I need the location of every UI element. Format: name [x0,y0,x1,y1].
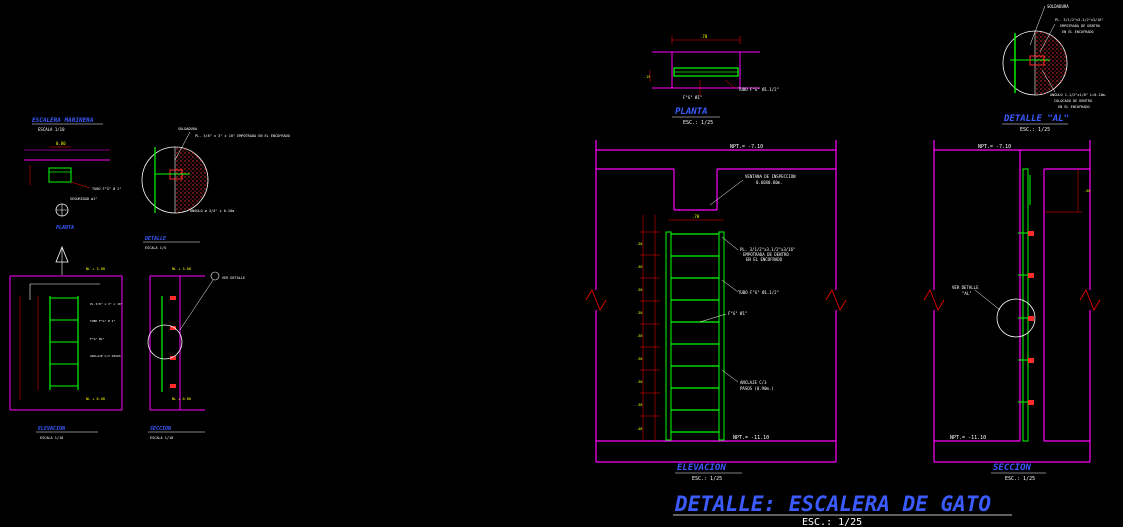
svg-text:EN EL ENCOFRADO: EN EL ENCOFRADO [1058,105,1090,109]
small-section: VER DETALLE NL + 3.00 NL + 0.00 SECCION … [147,267,245,440]
svg-text:EN EL ENCOFRADO: EN EL ENCOFRADO [746,257,783,262]
small-plan-label: PLANTA [56,225,74,231]
svg-text:VER DETALLE: VER DETALLE [952,285,979,290]
elev-rungs [671,233,719,433]
svg-text:ANGULO 1.1/2"x1/8" L=0.10m.: ANGULO 1.1/2"x1/8" L=0.10m. [1050,93,1107,97]
elev-dim-labels: .30 .30 .30 .30 .30 .30 .30 .30 .40 [636,242,642,431]
svg-text:0.60X0.60m.: 0.60X0.60m. [756,180,783,185]
small-detail-note-top: SOLDADURA [178,127,198,131]
svg-text:NL + 3.00: NL + 3.00 [172,267,191,271]
main-title-group: DETALLE: ESCALERA DE GATO ESC.: 1/25 [673,492,1012,527]
small-plan-dim: 0.80 [56,141,66,146]
svg-text:PL. 3/1/2"x3.1/2"x3/16": PL. 3/1/2"x3.1/2"x3/16" [1055,18,1103,22]
sec-dim-top: .50 [1084,189,1090,193]
al-note-top: SOLDADURA [1047,4,1069,9]
svg-text:EN EL ENCOFRADO: EN EL ENCOFRADO [1062,30,1094,34]
elev-bar-note: F°G° Ø1" [728,311,747,316]
small-sec-scale: ESCALA 1/10 [150,436,173,440]
svg-text:.30: .30 [636,288,642,292]
svg-text:F°G° Ø1": F°G° Ø1" [90,336,105,341]
svg-text:.15: .15 [644,75,650,79]
svg-text:VENTANA DE INSPECCION: VENTANA DE INSPECCION [745,174,796,179]
sec-level-top: NPT.= -7.10 [978,144,1011,150]
svg-text:PASOS (0.90m.): PASOS (0.90m.) [740,386,774,391]
small-detail-group: ESCALERA MARINERA ESCALA 1/10 0.80 TUBO … [9,117,290,440]
small-elev-scale: ESCALA 1/10 [40,436,63,440]
svg-text:EMPOTRADA DE DENTRO: EMPOTRADA DE DENTRO [1060,24,1100,28]
small-detail-note-2: ANGULO ø 3/4" x 0.10m [190,209,234,213]
al-scale: ESC.: 1/25 [1020,127,1050,133]
detalle-al-group: SOLDADURA PL. 3/1/2"x3.1/2"x3/16" EMPOTR… [1002,4,1107,133]
svg-text:.30: .30 [636,403,642,407]
planta-group: .70 .15 TUBO F°G° Ø1.1/2" F°G° Ø1" PLANT… [644,34,779,126]
elev-level-top: NPT.= -7.10 [730,144,763,150]
small-title-scale: ESCALA 1/10 [38,127,65,132]
svg-text:EMPOTRADA DE DENTRO: EMPOTRADA DE DENTRO [743,252,789,257]
small-sec-label: SECCION [150,426,172,432]
sec-label: SECCION [993,463,1032,473]
small-detail-circle: SOLDADURA PL. 3/8" x 3" x 10" EMPOTRADA … [141,127,290,250]
small-plan: 0.80 TUBO F°G° Ø 2" SEGURIDAD ø1" PLANTA [24,141,122,231]
sec-level-bottom: NPT.= -11.10 [950,435,986,441]
al-label: DETALLE "AL" [1003,114,1069,124]
elev-label: ELEVACION [677,463,726,473]
main-scale: ESC.: 1/25 [802,517,862,527]
svg-text:.30: .30 [636,380,642,384]
small-title: ESCALERA MARINERA [32,117,94,124]
elev-level-bottom: NPT.= -11.10 [733,435,769,441]
svg-text:COLOCADO DE DENTRO: COLOCADO DE DENTRO [1054,99,1092,103]
svg-text:.30: .30 [636,265,642,269]
small-plan-note-2: SEGURIDAD ø1" [70,197,97,201]
small-plan-note-1: TUBO F°G° Ø 2" [92,186,122,191]
elev-tube-note: TUBO F°G° Ø1.1/2" [738,290,779,295]
svg-text:.30: .30 [636,334,642,338]
planta-dim: .70 [700,34,708,39]
svg-text:TUBO F°G° Ø 2": TUBO F°G° Ø 2" [90,318,115,323]
planta-note-bar: F°G° Ø1" [683,95,702,100]
elev-scale: ESC.: 1/25 [692,476,722,482]
svg-text:"AL": "AL" [962,291,972,296]
elev-dim-ticks [640,231,660,417]
small-detail-note-1: PL. 3/8" x 3" x 10" EMPOTRADA EN EL ENCO… [195,134,290,138]
svg-text:PL. 3/1/2"x3.1/2"x3/16": PL. 3/1/2"x3.1/2"x3/16" [740,247,795,252]
svg-text:ANCLAJE C/3 PASOS: ANCLAJE C/3 PASOS [90,354,121,358]
seccion-group: NPT.= -7.10 NPT.= -11.10 .50 VER DETALLE… [923,140,1101,482]
small-elev-label: ELEVACION [38,426,66,432]
small-detail-label: DETALLE [144,236,167,242]
small-elev-top: NL + 3.00 [86,267,105,271]
small-detail-scale: ESCALA 1/5 [145,246,166,250]
elev-dim-bottom: .40 [636,427,642,431]
sec-detail-circle [996,298,1036,338]
small-sec-see-detail: VER DETALLE [222,276,245,280]
planta-label: PLANTA [675,107,708,117]
sec-anchors [1028,231,1034,405]
elev-width-dim: .70 [692,214,700,219]
svg-text:NL + 0.00: NL + 0.00 [172,397,191,401]
elevacion-group: NPT.= -7.10 VENTANA DE INSPECCION 0.60X0… [585,140,847,482]
svg-text:.30: .30 [636,242,642,246]
svg-text:.30: .30 [636,311,642,315]
small-elevation: NL + 3.00 PL 3/8" x 3" x 10" TUBO F°G° Ø… [9,245,123,440]
planta-scale: ESC.: 1/25 [683,120,713,126]
planta-note-tube: TUBO F°G° Ø1.1/2" [738,87,779,92]
svg-text:.30: .30 [636,357,642,361]
sec-scale: ESC.: 1/25 [1005,476,1035,482]
svg-text:PL 3/8" x 3" x 10": PL 3/8" x 3" x 10" [90,302,123,306]
small-elev-bottom: NL + 0.00 [86,397,105,401]
svg-text:ANCLAJE C/3: ANCLAJE C/3 [740,380,767,385]
main-title: DETALLE: ESCALERA DE GATO [674,492,991,516]
